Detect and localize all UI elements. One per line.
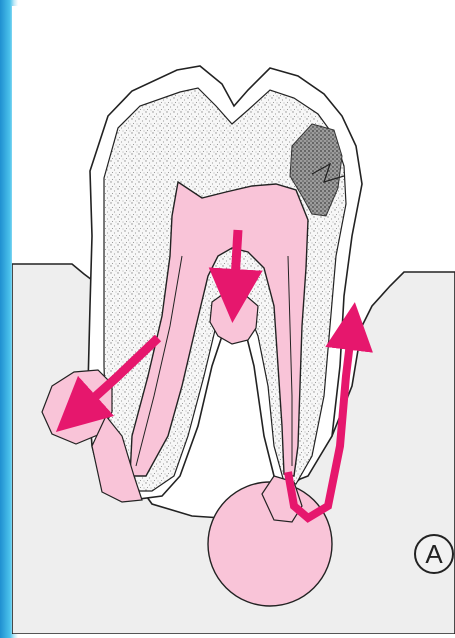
tooth-diagram: [12, 6, 455, 634]
diagram-panel: A: [12, 6, 455, 634]
arrow-down-central: [234, 230, 238, 296]
panel-label: A: [414, 534, 454, 574]
